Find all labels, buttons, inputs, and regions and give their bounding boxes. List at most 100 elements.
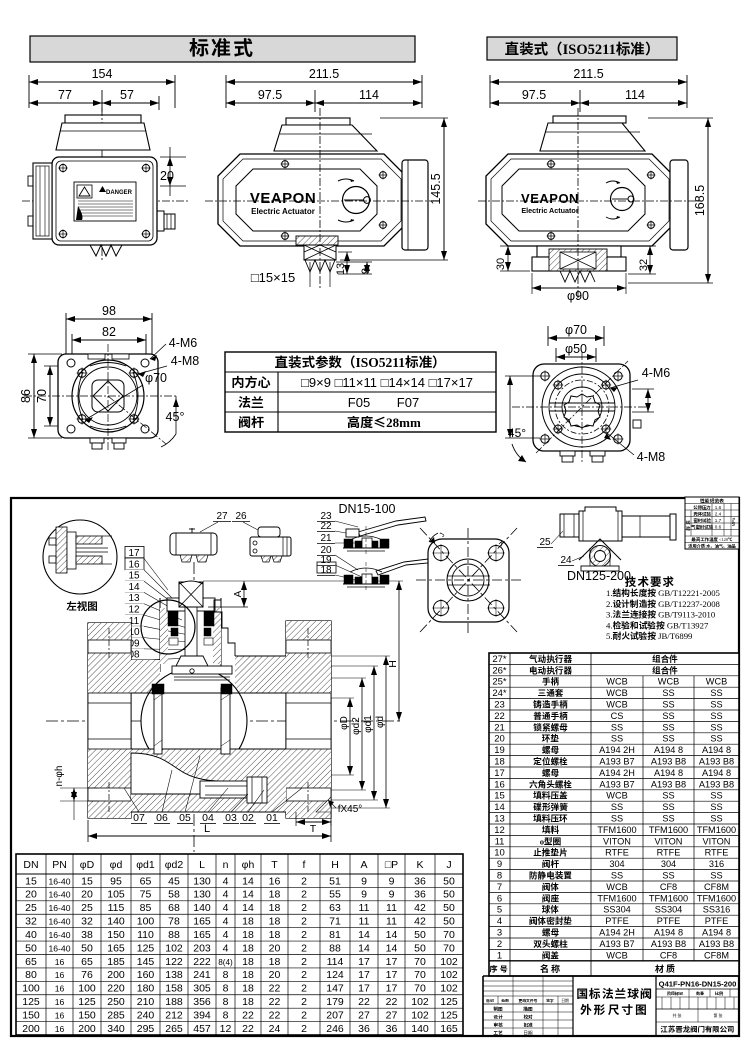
svg-text:fX45°: fX45° [338, 804, 363, 815]
svg-text:70: 70 [414, 969, 426, 981]
svg-text:3: 3 [497, 928, 502, 939]
svg-text:VITON: VITON [703, 836, 731, 846]
svg-text:114: 114 [327, 956, 344, 968]
svg-text:A193 B7: A193 B7 [599, 757, 634, 767]
svg-text:11: 11 [495, 836, 505, 847]
svg-text:CS: CS [611, 711, 624, 721]
svg-text:18: 18 [242, 983, 254, 995]
svg-text:L: L [204, 823, 210, 835]
svg-text:A194 8: A194 8 [654, 768, 683, 778]
svg-text:RTFE: RTFE [605, 848, 629, 858]
svg-text:100: 100 [78, 983, 96, 995]
svg-text:85: 85 [140, 902, 152, 914]
svg-text:8: 8 [223, 969, 229, 981]
svg-text:WCB: WCB [606, 688, 627, 698]
svg-text:DANGER: DANGER [106, 190, 133, 196]
svg-text:4: 4 [497, 916, 502, 927]
svg-text:16: 16 [55, 957, 65, 967]
svg-text:φ50: φ50 [565, 342, 587, 356]
svg-text:左视图: 左视图 [66, 599, 98, 614]
svg-text:SS: SS [710, 688, 722, 698]
svg-text:批准: 批准 [523, 1023, 533, 1029]
svg-text:140: 140 [107, 916, 125, 928]
svg-text:□P: □P [385, 859, 398, 871]
svg-text:115: 115 [108, 902, 125, 914]
svg-text:描图: 描图 [522, 1007, 533, 1013]
svg-text:日期: 日期 [561, 998, 569, 1004]
svg-text:14: 14 [358, 929, 370, 941]
svg-text:200: 200 [22, 1023, 40, 1035]
svg-text:38: 38 [81, 929, 93, 941]
svg-text:直装式参数（ISO5211标准）: 直装式参数（ISO5211标准） [274, 351, 445, 371]
svg-text:76: 76 [81, 969, 93, 981]
svg-text:45°: 45° [166, 410, 185, 424]
svg-text:17: 17 [358, 956, 370, 968]
svg-text:70: 70 [443, 942, 455, 954]
svg-text:止推垫片: 止推垫片 [532, 847, 568, 859]
svg-text:1.7: 1.7 [715, 518, 722, 523]
svg-text:A: A [233, 590, 244, 597]
svg-text:17: 17 [494, 768, 505, 779]
svg-text:校对: 校对 [523, 1014, 533, 1021]
svg-text:4: 4 [223, 902, 229, 914]
svg-text:材 质: 材 质 [655, 962, 675, 975]
svg-text:CF8M: CF8M [704, 882, 729, 892]
svg-text:5.耐火试验按 JB/T6899: 5.耐火试验按 JB/T6899 [606, 629, 692, 642]
svg-text:DN15-100: DN15-100 [339, 502, 396, 516]
svg-text:14: 14 [386, 929, 398, 941]
svg-text:42: 42 [414, 916, 426, 928]
svg-text:5: 5 [497, 905, 502, 916]
svg-text:18: 18 [269, 929, 281, 941]
svg-text:A194 2H: A194 2H [599, 768, 635, 778]
svg-text:SS: SS [662, 722, 674, 732]
svg-text:265: 265 [165, 1023, 183, 1035]
svg-text:16: 16 [55, 1024, 65, 1034]
svg-text:锁紧螺母: 锁紧螺母 [532, 721, 568, 733]
svg-text:PTFE: PTFE [657, 916, 680, 926]
svg-text:50: 50 [81, 942, 93, 954]
svg-text:2: 2 [497, 939, 502, 950]
svg-text:63: 63 [329, 902, 341, 914]
svg-text:螺母: 螺母 [542, 744, 560, 756]
svg-text:2: 2 [301, 1009, 307, 1021]
svg-text:16: 16 [55, 970, 65, 980]
svg-text:制图: 制图 [493, 1007, 503, 1013]
svg-text:158: 158 [165, 983, 183, 995]
svg-text:DN125-200: DN125-200 [567, 569, 631, 583]
svg-text:130: 130 [193, 875, 211, 887]
svg-text:A193 B8: A193 B8 [651, 757, 686, 767]
svg-text:147: 147 [326, 983, 344, 995]
svg-text:304: 304 [661, 859, 676, 869]
svg-text:VITON: VITON [603, 836, 631, 846]
svg-text:11: 11 [359, 902, 370, 914]
svg-text:A194 2H: A194 2H [599, 928, 635, 938]
svg-text:10: 10 [128, 627, 140, 638]
svg-text:11: 11 [129, 616, 140, 627]
svg-text:SS304: SS304 [655, 905, 683, 915]
svg-text:14: 14 [494, 802, 505, 813]
svg-text:SS: SS [611, 734, 623, 744]
svg-text:36: 36 [414, 875, 426, 887]
svg-text:φ70: φ70 [145, 371, 167, 385]
svg-text:125: 125 [22, 996, 40, 1008]
svg-text:211.5: 211.5 [309, 67, 339, 81]
svg-text:φ70: φ70 [565, 323, 587, 337]
svg-text:o型圈: o型圈 [540, 835, 562, 847]
svg-text:14: 14 [128, 582, 140, 593]
svg-text:1: 1 [497, 950, 502, 961]
svg-text:SS: SS [710, 802, 722, 812]
svg-text:246: 246 [326, 1023, 344, 1035]
svg-text:K: K [497, 540, 505, 548]
svg-text:球体: 球体 [542, 904, 560, 916]
svg-text:68: 68 [168, 902, 180, 914]
svg-text:305: 305 [193, 983, 211, 995]
svg-text:阶段标记: 阶段标记 [667, 991, 684, 997]
svg-text:240: 240 [137, 1009, 155, 1021]
svg-text:处数: 处数 [500, 998, 510, 1004]
svg-text:4: 4 [223, 929, 229, 941]
svg-text:77: 77 [58, 88, 72, 102]
svg-text:1.结构长度按 GB/T12221-2005: 1.结构长度按 GB/T12221-2005 [606, 586, 720, 599]
svg-text:07: 07 [133, 812, 145, 824]
svg-text:211.5: 211.5 [573, 67, 603, 81]
svg-text:CF8M: CF8M [704, 950, 729, 960]
